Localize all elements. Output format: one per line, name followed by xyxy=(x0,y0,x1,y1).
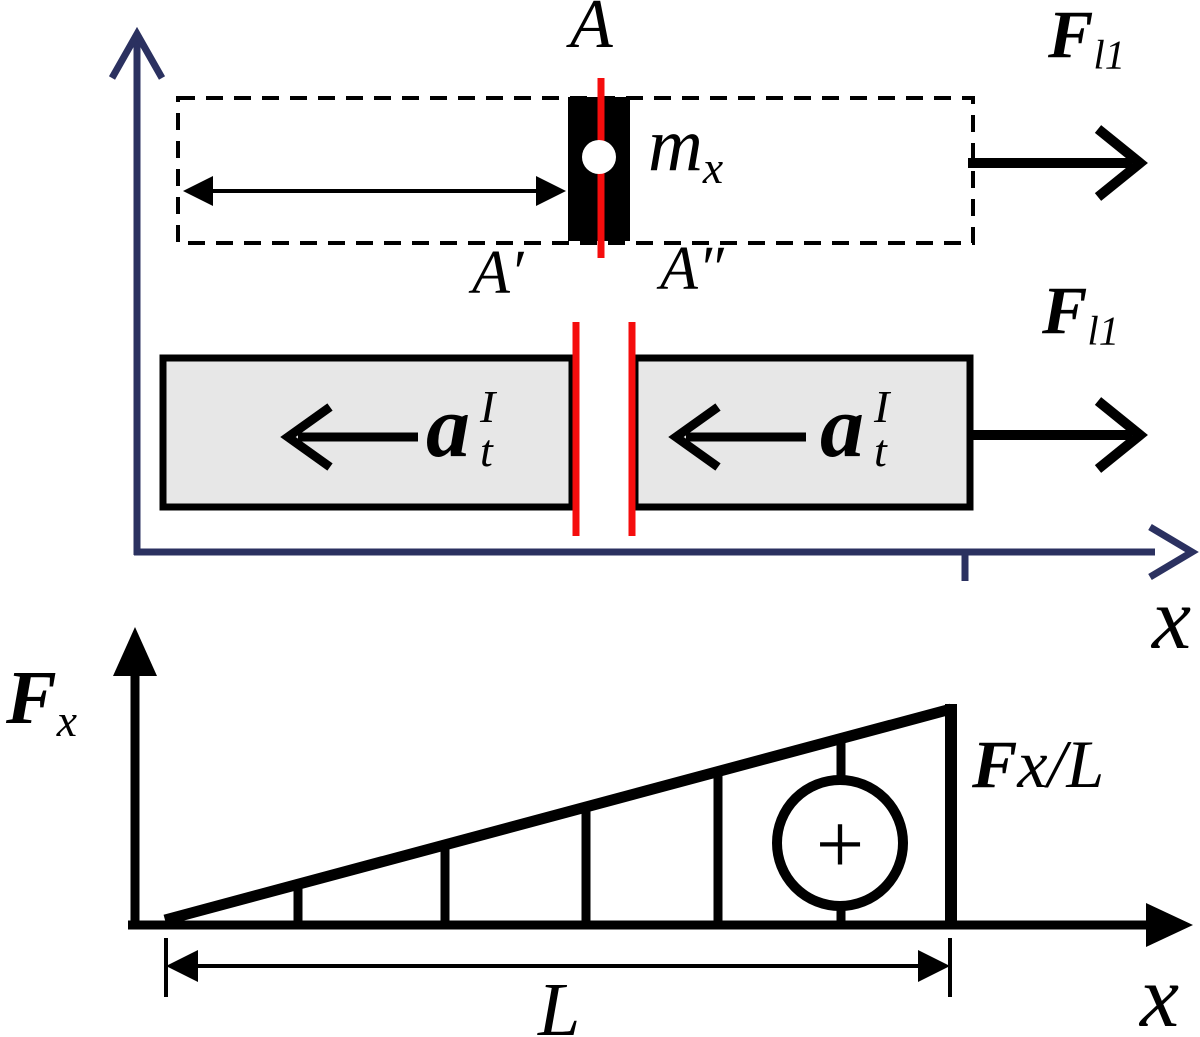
slope-label-bold: F xyxy=(972,726,1018,802)
lower-x-axis-arrowhead-icon xyxy=(1146,903,1193,947)
lower-y-axis-label-sub: x xyxy=(56,694,77,746)
force-top-label-sub: l1 xyxy=(1093,32,1126,78)
position-arrow-left-head-icon xyxy=(183,176,213,206)
upper-y-axis-arrowhead-icon xyxy=(108,26,166,80)
force-top-label-base: F xyxy=(1048,0,1094,72)
mass-label: mx xyxy=(648,107,723,190)
accel-right-arrowhead-icon xyxy=(668,403,721,471)
accel-left-label-sup: I xyxy=(480,381,496,432)
accel-left-label-sub: t xyxy=(480,425,493,476)
slope-label: Fx/L xyxy=(972,730,1104,798)
section-label-A-double-prime: A″ xyxy=(660,235,724,303)
position-arrow-right-head-icon xyxy=(536,176,566,206)
lower-x-axis-label: x xyxy=(1140,949,1180,1037)
plus-icon: + xyxy=(815,796,865,892)
mass-label-sub: x xyxy=(702,141,724,193)
length-label: L xyxy=(538,968,581,1037)
force-mid-arrowhead-icon xyxy=(1094,397,1148,473)
accel-left-label-base: a xyxy=(426,379,470,476)
accel-right-label-sup: I xyxy=(874,381,890,432)
positive-sign-circle xyxy=(772,775,908,911)
section-label-A: A xyxy=(570,0,613,63)
length-dim-left-head-icon xyxy=(166,950,198,982)
lower-y-axis-label: Fx xyxy=(6,660,77,743)
upper-x-axis-label: x xyxy=(1152,571,1192,668)
mass-label-base: m xyxy=(648,103,703,187)
force-top-label: Fl1 xyxy=(1048,0,1125,76)
force-mid-label-sub: l1 xyxy=(1087,308,1120,354)
upper-x-axis-arrowhead-icon xyxy=(1148,523,1199,581)
lower-y-axis-label-base: F xyxy=(6,656,57,740)
force-mid-label: Fl1 xyxy=(1042,276,1119,352)
mass-hole xyxy=(582,140,616,174)
slope-label-rest: x/L xyxy=(1017,726,1105,802)
force-mid-label-base: F xyxy=(1042,272,1088,348)
accel-right-label-sub: t xyxy=(874,425,887,476)
section-label-A-prime: A′ xyxy=(472,239,524,307)
accel-right-label-base: a xyxy=(820,379,864,476)
force-top-arrowhead-icon xyxy=(1094,125,1148,201)
length-dim-right-head-icon xyxy=(918,950,950,982)
lower-y-axis-arrowhead-icon xyxy=(113,627,157,676)
accel-left-arrowhead-icon xyxy=(280,403,333,471)
